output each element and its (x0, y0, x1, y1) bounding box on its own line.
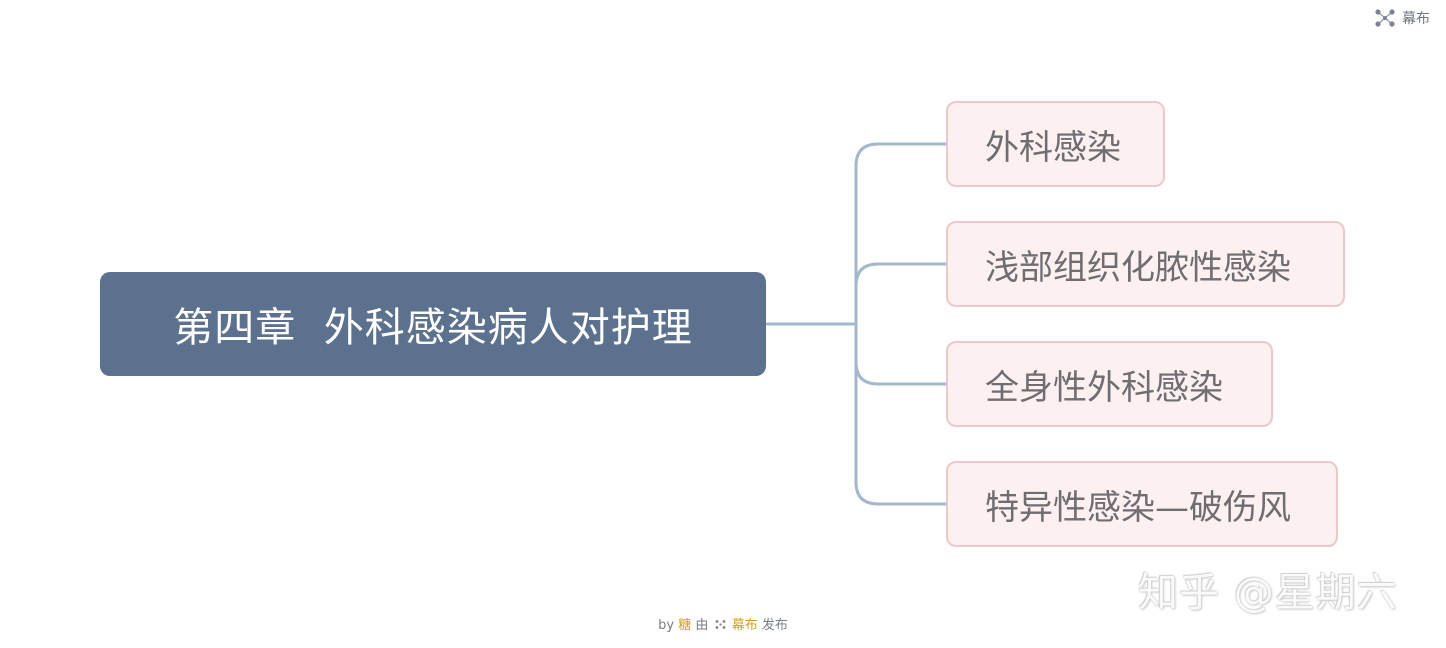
child-node-label: 外科感染 (985, 127, 1121, 168)
child-node-label: 特异性感染—破伤风 (985, 487, 1291, 528)
mubu-logo-icon (1375, 9, 1395, 27)
footer-platform-link[interactable]: 幕布 (731, 618, 758, 633)
child-node-label: 全身性外科感染 (985, 367, 1223, 408)
mindmap-child-node-4[interactable]: 特异性感染—破伤风 (946, 461, 1338, 547)
brand-label: 幕布 (1402, 11, 1430, 27)
footer-via: 由 (695, 618, 709, 633)
root-node-label: 第四章 外科感染病人对护理 (173, 305, 693, 351)
connector-child-2 (854, 262, 946, 324)
footer-published: 发布 (761, 618, 788, 633)
mubu-logo-icon (715, 620, 725, 629)
mindmap-child-node-2[interactable]: 浅部组织化脓性感染 (946, 221, 1345, 307)
brand-header[interactable]: 幕布 (1374, 8, 1430, 28)
connector-child-3 (854, 324, 946, 386)
publish-footer: by 糖 由 幕布 发布 (0, 614, 1446, 633)
footer-by: by (658, 618, 675, 633)
child-node-label: 浅部组织化脓性感染 (985, 247, 1291, 288)
mindmap-child-node-3[interactable]: 全身性外科感染 (946, 341, 1273, 427)
zhihu-watermark: 知乎 @星期六 (1138, 570, 1398, 616)
footer-author-link[interactable]: 糖 (678, 618, 692, 633)
connector-child-4 (854, 324, 946, 506)
mindmap-root-node[interactable]: 第四章 外科感染病人对护理 (100, 272, 766, 376)
connector-child-1 (854, 142, 946, 324)
mindmap-child-node-1[interactable]: 外科感染 (946, 101, 1165, 187)
